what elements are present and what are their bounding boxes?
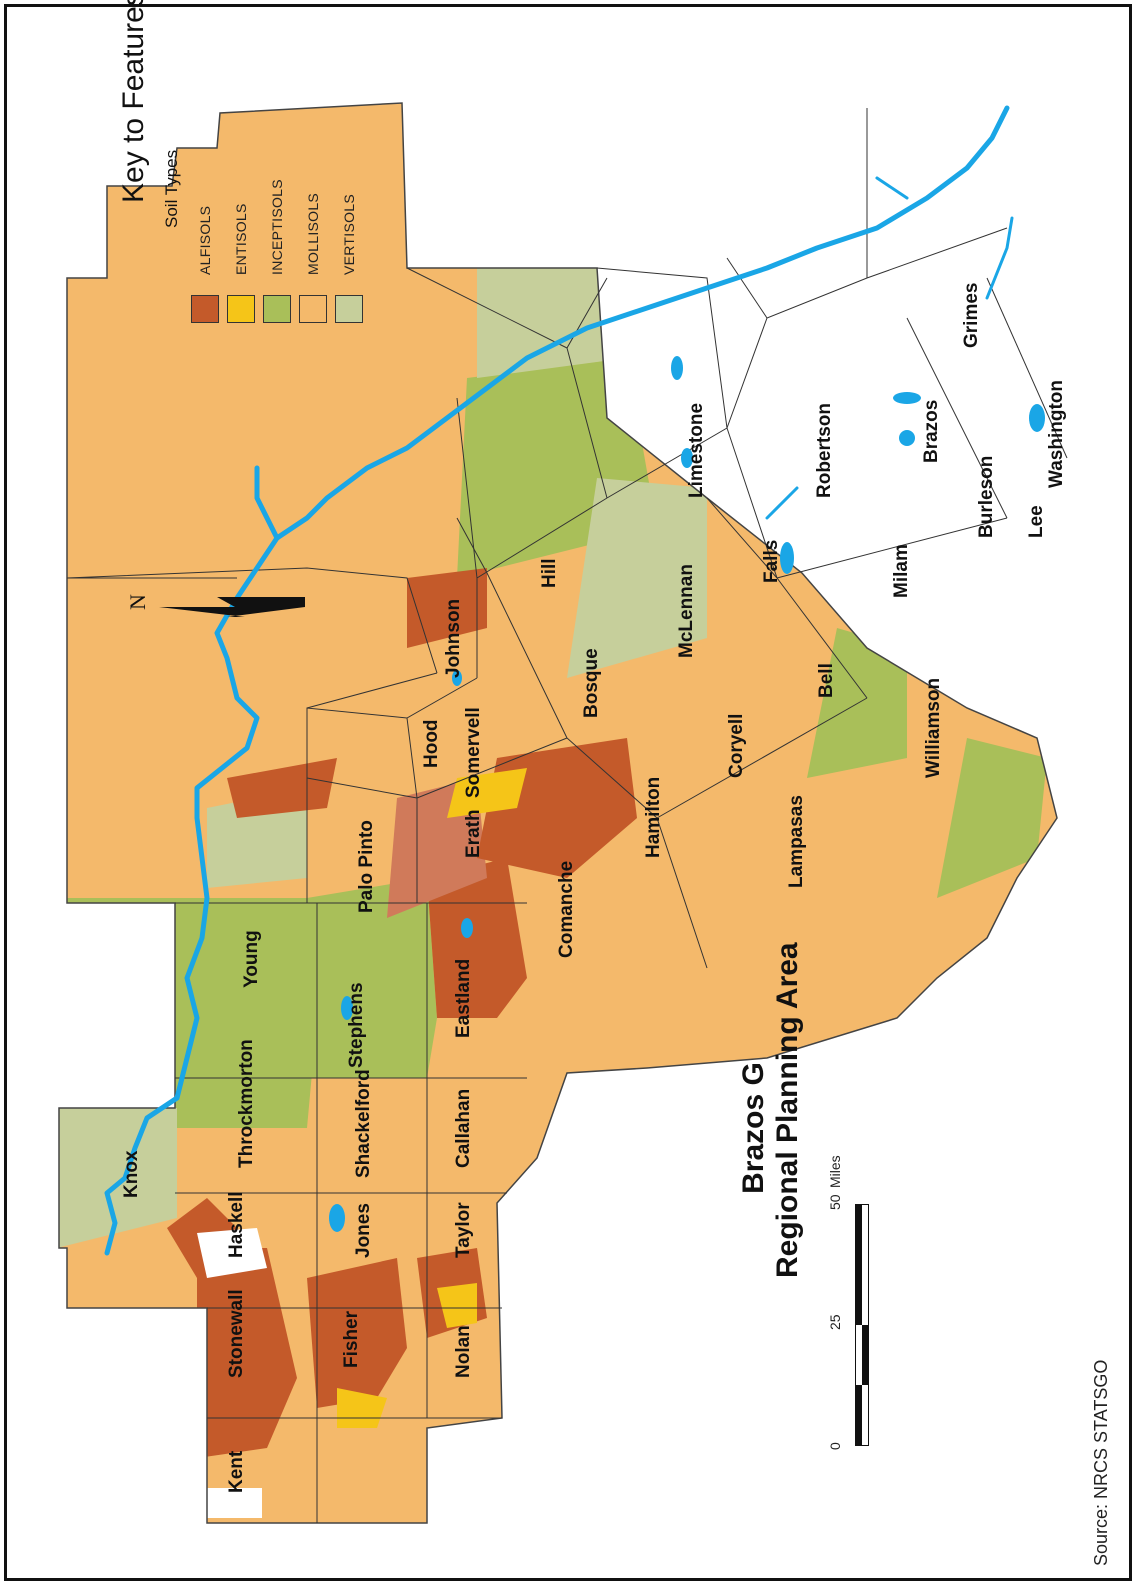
legend-item-alfisols: ALFISOLS — [187, 173, 223, 323]
county-label-hood: Hood — [421, 719, 442, 768]
county-label-hill: Hill — [539, 558, 560, 588]
county-label-falls: Falls — [761, 540, 782, 583]
county-label-nolan: Nolan — [453, 1325, 474, 1378]
legend-label: ENTISOLS — [233, 203, 249, 275]
inceptisols-lampasas — [937, 738, 1047, 898]
county-label-taylor: Taylor — [453, 1202, 474, 1258]
entisols-grimes — [967, 118, 1007, 178]
county-label-limestone: Limestone — [686, 403, 707, 498]
county-label-knox: Knox — [121, 1150, 142, 1198]
scale-tick-0: 0 — [827, 1442, 843, 1450]
county-label-eastland: Eastland — [453, 959, 474, 1038]
county-label-throckmorton: Throckmorton — [236, 1039, 257, 1168]
legend-label: MOLLISOLS — [305, 192, 321, 275]
scale-tick-50: 50 — [827, 1194, 843, 1210]
legend-item-entisols: ENTISOLS — [223, 173, 259, 323]
blank-area-stonewall — [197, 1228, 267, 1278]
county-label-brazos: Brazos — [921, 400, 942, 463]
county-label-washington: Washington — [1046, 380, 1067, 488]
legend-item-inceptisols: INCEPTISOLS — [259, 173, 295, 323]
county-label-williamson: Williamson — [923, 678, 944, 778]
county-label-milam: Milam — [891, 544, 912, 598]
alfisols-grimes — [857, 103, 1027, 278]
legend-subtitle: Soil Types — [162, 149, 181, 228]
vertisols-mclennan — [567, 478, 707, 678]
soil-map: Kent Stonewall Knox Haskell Throckmorton… — [58, 102, 1068, 1524]
county-label-fisher: Fisher — [341, 1310, 362, 1368]
legend-list: ALFISOLS ENTISOLS INCEPTISOLS MOLLISOLS … — [187, 173, 367, 323]
county-label-lampasas: Lampasas — [786, 795, 807, 888]
county-labels: Kent Stonewall Knox Haskell Throckmorton… — [121, 283, 1067, 1493]
legend-label: INCEPTISOLS — [269, 179, 285, 275]
legend-swatch — [335, 295, 363, 323]
inceptisols-shackelford — [307, 878, 437, 1078]
north-arrow-icon — [159, 597, 305, 617]
map-frame: Kent Stonewall Knox Haskell Throckmorton… — [4, 0, 1132, 1581]
county-label-young: Young — [241, 930, 262, 988]
entisols-erath — [447, 768, 527, 818]
legend-swatch — [299, 295, 327, 323]
legend-swatch — [191, 295, 219, 323]
county-label-stephens: Stephens — [346, 982, 367, 1068]
county-label-coryell: Coryell — [726, 714, 747, 778]
county-label-robertson: Robertson — [814, 403, 835, 498]
region-outline — [58, 102, 1058, 1524]
county-label-erath: Erath — [463, 809, 484, 858]
vertisols-williamson — [767, 448, 967, 578]
county-label-somervell: Somervell — [463, 707, 484, 798]
county-boundaries — [66, 108, 1068, 1523]
alfisols-fisher — [307, 1258, 407, 1408]
inceptisols-bell — [807, 628, 907, 778]
county-label-johnson: Johnson — [443, 599, 464, 678]
county-label-grimes: Grimes — [961, 283, 982, 348]
county-label-bell: Bell — [816, 663, 837, 698]
north-label: N — [125, 594, 150, 610]
county-label-mclennan: McLennan — [676, 564, 697, 658]
scale-tick-25: 25 — [827, 1314, 843, 1330]
county-label-haskell: Haskell — [226, 1191, 247, 1258]
county-label-jones: Jones — [353, 1203, 374, 1258]
county-label-lee: Lee — [1026, 505, 1047, 538]
map-title-line1: Brazos G — [737, 1062, 770, 1194]
county-label-hamilton: Hamilton — [643, 777, 664, 858]
scale-unit: Miles — [827, 1155, 843, 1188]
county-label-kent: Kent — [226, 1450, 247, 1493]
alfisols-johnson — [407, 568, 487, 648]
county-label-bosque: Bosque — [581, 648, 602, 718]
legend-item-mollisols: MOLLISOLS — [295, 173, 331, 323]
legend-title: Key to Features — [117, 0, 150, 203]
lakes — [329, 356, 1045, 1232]
scale-bar: 0 25 50 Miles — [827, 1090, 887, 1450]
map-sheet: Kent Stonewall Knox Haskell Throckmorton… — [7, 0, 1129, 1578]
alfisols-kent-stonewall — [197, 1248, 297, 1458]
legend-label: VERTISOLS — [341, 193, 357, 275]
legend-item-vertisols: VERTISOLS — [331, 173, 367, 323]
alfisols-callahan-eastland — [427, 858, 527, 1018]
inceptisols-north — [59, 898, 317, 1128]
alfisols-grimes-east — [1007, 103, 1057, 178]
entisols-taylor — [437, 1283, 477, 1328]
soil-regions — [59, 103, 1057, 1523]
map-title: Brazos G Regional Planning Area — [737, 942, 805, 1278]
county-label-stonewall: Stonewall — [226, 1289, 247, 1378]
source-note: Source: NRCS STATSGO — [1091, 1359, 1111, 1566]
brazos-river — [104, 105, 1014, 1256]
county-label-burleson: Burleson — [976, 456, 997, 538]
vertisols-limestone — [477, 258, 627, 378]
alfisols-palopinto — [227, 758, 337, 818]
blank-area-knox — [207, 1488, 262, 1518]
county-label-callahan: Callahan — [453, 1089, 474, 1168]
map-title-line2: Regional Planning Area — [771, 942, 804, 1278]
legend-swatch — [263, 295, 291, 323]
scale-bar-frame — [855, 1204, 869, 1446]
county-label-palo-pinto: Palo Pinto — [356, 820, 377, 913]
alfisols-limestone-robertson — [597, 258, 787, 418]
county-label-comanche: Comanche — [556, 861, 577, 958]
legend-label: ALFISOLS — [197, 205, 213, 275]
legend-swatch — [227, 295, 255, 323]
county-label-shackelford: Shackelford — [353, 1069, 374, 1178]
vertisols-knox — [59, 1108, 177, 1248]
